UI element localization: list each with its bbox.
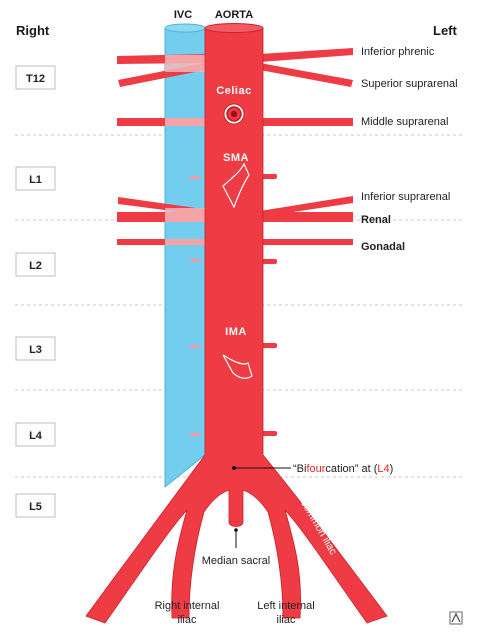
ivc-heading: IVC xyxy=(174,9,192,21)
ivc-vessel xyxy=(164,23,206,489)
bifurcation-highlight: four xyxy=(306,463,325,475)
bifurcation-suffix: ) xyxy=(390,463,394,475)
gonadal-label: Gonadal xyxy=(361,241,405,253)
left-branches xyxy=(260,48,353,436)
celiac-label: Celiac xyxy=(216,85,251,97)
vertebra-l2: L2 xyxy=(15,252,56,277)
bifurcation-label: “Bifourcation” at (L4) xyxy=(293,463,393,475)
left-side-label: Left xyxy=(433,23,458,38)
inferior-suprarenal-label: Inferior suprarenal xyxy=(361,191,450,203)
bifurcation-prefix: “Bi xyxy=(293,463,306,475)
sma-trunk xyxy=(222,162,250,209)
vertebra-l5: L5 xyxy=(15,493,56,518)
vertebra-l4: L4 xyxy=(15,422,56,447)
right-branches xyxy=(117,54,210,245)
aorta-vessel xyxy=(85,23,388,624)
left-internal-iliac-label-line2: iliac xyxy=(277,614,296,626)
vertebra-label: L1 xyxy=(29,174,42,186)
vertebra-t12: T12 xyxy=(15,65,56,90)
inferior-phrenic-label: Inferior phrenic xyxy=(361,46,435,58)
vertebra-label: L4 xyxy=(29,430,43,442)
left-internal-iliac-label-line1: Left internal xyxy=(257,600,314,612)
publisher-logo-icon xyxy=(449,611,463,625)
vertebra-label: L3 xyxy=(29,344,42,356)
ima-label: IMA xyxy=(225,326,247,338)
bifurcation-level: L4 xyxy=(377,463,389,475)
median-sacral-label: Median sacral xyxy=(202,555,270,567)
vertebra-l1: L1 xyxy=(15,166,56,191)
vertebra-l3: L3 xyxy=(15,336,56,361)
median-sacral-callout: Median sacral xyxy=(202,528,270,567)
aorta-heading: AORTA xyxy=(215,9,253,21)
vertebra-label: L2 xyxy=(29,260,42,272)
celiac-trunk xyxy=(223,103,245,125)
sma-label: SMA xyxy=(223,152,249,164)
middle-suprarenal-label: Middle suprarenal xyxy=(361,116,448,128)
renal-label: Renal xyxy=(361,214,391,226)
bifurcation-middle: cation” at ( xyxy=(325,463,377,475)
superior-suprarenal-label: Superior suprarenal xyxy=(361,78,458,90)
right-internal-iliac-label-line1: Right internal xyxy=(155,600,220,612)
ima-trunk xyxy=(222,354,253,379)
vertebra-label: T12 xyxy=(26,73,45,85)
right-internal-iliac-label-line2: iliac xyxy=(178,614,197,626)
right-side-label: Right xyxy=(16,23,50,38)
bifurcation-callout: “Bifourcation” at (L4) xyxy=(232,463,393,475)
vertebra-label: L5 xyxy=(29,501,42,513)
